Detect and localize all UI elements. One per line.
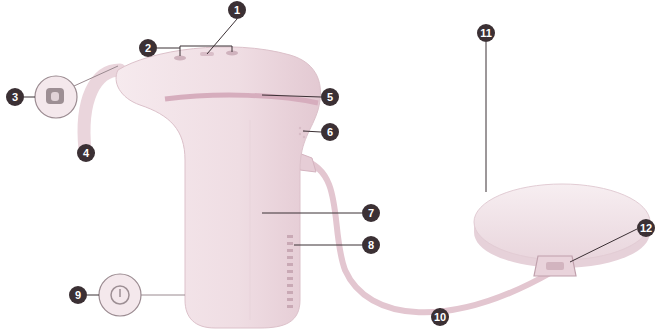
coil-connector (534, 256, 576, 276)
processor-body (116, 47, 320, 328)
earhook-socket (51, 92, 59, 101)
callout-number: 2 (139, 39, 157, 57)
callout-number: 8 (362, 236, 380, 254)
inset-circle (99, 274, 141, 316)
earhook (84, 70, 120, 150)
earhook-socket (46, 88, 64, 104)
sound-grill (287, 235, 293, 308)
callout-number: 3 (6, 88, 24, 106)
leader-lines (24, 19, 637, 322)
callout-number: 1 (228, 1, 246, 19)
callout-number: 10 (431, 308, 449, 326)
inset-leader (74, 66, 118, 86)
callout-number: 12 (637, 219, 655, 237)
coil (474, 184, 650, 260)
connector-pins (546, 262, 564, 270)
callout-number: 5 (321, 88, 339, 106)
inset-circle (35, 76, 77, 118)
callout-number: 6 (321, 123, 339, 141)
power-symbol (111, 286, 129, 304)
callout-number: 11 (477, 24, 495, 42)
battery-seam (250, 120, 251, 320)
microphone (174, 56, 186, 61)
indicator-dots (299, 127, 305, 138)
inset-leader (141, 295, 185, 296)
callout-number: 7 (362, 204, 380, 222)
callout-number: 9 (69, 286, 87, 304)
callout-number: 4 (77, 144, 95, 162)
power-symbol (119, 289, 121, 297)
